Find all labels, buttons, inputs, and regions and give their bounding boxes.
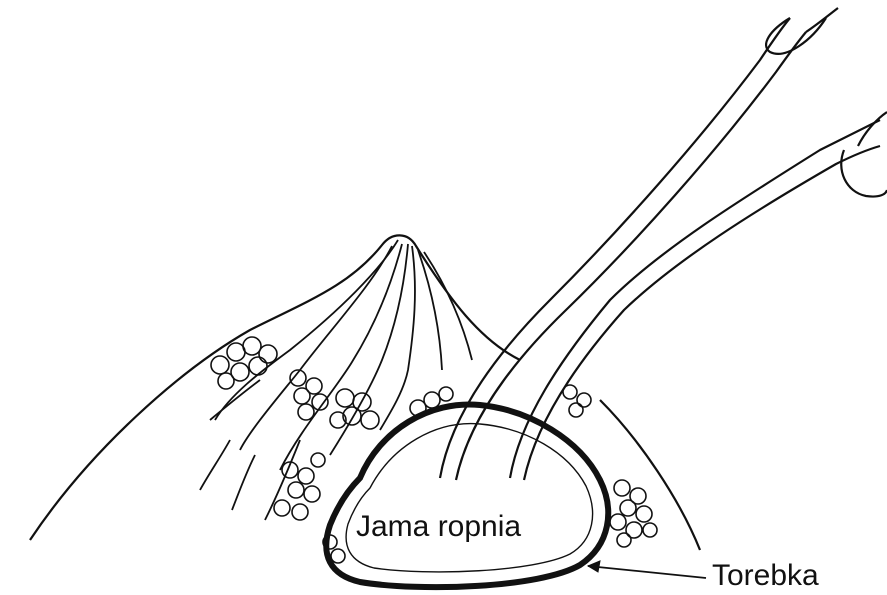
capsule-leader-arrowhead xyxy=(588,561,600,572)
capsule-leader-line xyxy=(588,566,706,578)
abscess-cavity-label: Jama ropnia xyxy=(356,512,521,542)
abscess-capsule xyxy=(326,404,608,587)
capsule-label: Torebka xyxy=(712,561,819,591)
skin-contour-right xyxy=(600,400,700,550)
milk-ducts xyxy=(200,240,472,520)
